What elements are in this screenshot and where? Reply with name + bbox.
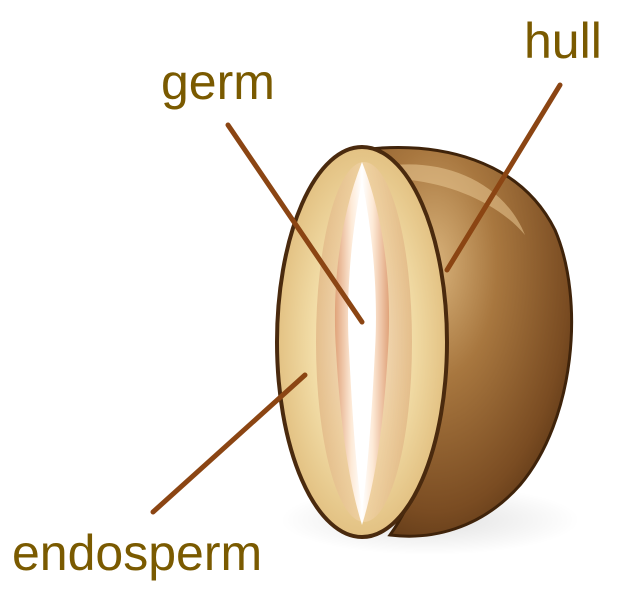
endosperm-label: endosperm	[12, 528, 262, 578]
endosperm-leader-line	[153, 375, 305, 512]
germ-label: germ	[161, 57, 275, 107]
hull-label: hull	[524, 16, 602, 66]
